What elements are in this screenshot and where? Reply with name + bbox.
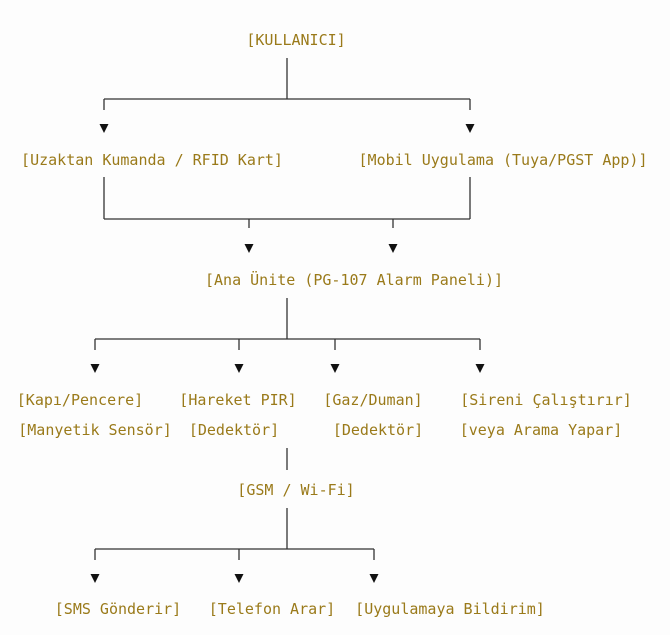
node-door-window-line2: [Manyetik Sensör] xyxy=(18,421,172,439)
arrow-to-pir xyxy=(234,364,244,373)
arrow-to-phone xyxy=(234,574,244,583)
arrow-to-main-left xyxy=(244,244,254,253)
node-gas-smoke-line1: [Gaz/Duman] xyxy=(323,391,423,409)
arrow-to-mobile xyxy=(465,124,475,133)
arrow-to-siren xyxy=(475,364,485,373)
node-main-unit: [Ana Ünite (PG-107 Alarm Paneli)] xyxy=(204,271,504,289)
node-remote-rfid: [Uzaktan Kumanda / RFID Kart] xyxy=(21,151,283,169)
node-motion-pir-line2: [Dedektör] xyxy=(188,421,280,439)
arrow-to-sms xyxy=(90,574,100,583)
node-user: [KULLANICI] xyxy=(246,31,346,49)
node-phone-call: [Telefon Arar] xyxy=(208,600,336,618)
arrow-to-door xyxy=(90,364,100,373)
arrow-to-remote xyxy=(99,124,109,133)
node-app-notification: [Uygulamaya Bildirim] xyxy=(355,600,545,618)
node-siren-line1: [Sireni Çalıştırır] xyxy=(460,391,632,409)
arrow-to-main-right xyxy=(388,244,398,253)
node-siren-line2: [veya Arama Yapar] xyxy=(459,421,623,439)
arrow-to-gas xyxy=(330,364,340,373)
node-gas-smoke-line2: [Dedektör] xyxy=(332,421,424,439)
node-door-window-line1: [Kapı/Pencere] xyxy=(16,391,144,409)
node-gsm-wifi: [GSM / Wi-Fi] xyxy=(237,481,355,499)
arrow-to-app xyxy=(369,574,379,583)
node-mobile-app: [Mobil Uygulama (Tuya/PGST App)] xyxy=(358,151,648,169)
node-motion-pir-line1: [Hareket PIR] xyxy=(179,391,297,409)
node-sms: [SMS Gönderir] xyxy=(54,600,182,618)
